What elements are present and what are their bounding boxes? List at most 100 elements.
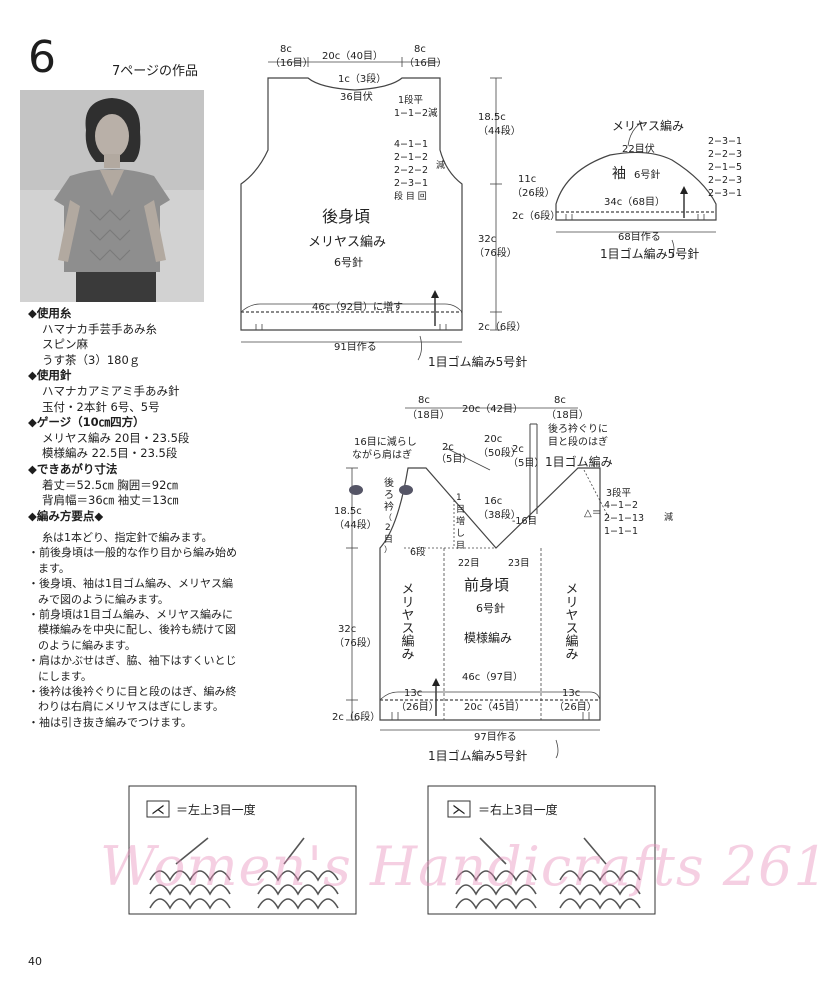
- back-rib-h: 2c（6段）: [478, 320, 526, 333]
- front-shoulder-note: ながら肩はぎ: [352, 448, 412, 461]
- back-top-left-st: （16目）: [270, 57, 313, 69]
- back-h-upper: 18.5c: [478, 112, 506, 123]
- front-back-collar-label: 後 ろ 衿 （ 2 目 ）: [384, 476, 394, 554]
- legend-right-text: ＝右上3目一度: [478, 802, 558, 817]
- sleeve-cap-h: 11c: [518, 174, 536, 185]
- front-rib-marks: [391, 712, 590, 720]
- yarn-header: ◆使用糸: [28, 306, 72, 320]
- sleeve-width: 34c（68目）: [604, 196, 665, 208]
- front-arm-header: 3段平: [606, 487, 632, 499]
- svg-text:目: 目: [456, 504, 465, 515]
- front-collar-rib: 1目ゴム編み: [545, 454, 613, 469]
- sleeve-rib-marks: [565, 214, 705, 220]
- back-rib: 1目ゴム編み5号針: [428, 354, 527, 369]
- svg-text:目: 目: [384, 534, 393, 545]
- back-arm-header: 段 目 回: [394, 190, 427, 202]
- legend-right-box: [427, 785, 656, 915]
- front-arm-dec: 減: [664, 511, 673, 523]
- front-minus16: -16目: [512, 516, 537, 527]
- legend-left-symbol: ⋌: [151, 802, 165, 818]
- back-top-right-st: （16目）: [404, 57, 447, 69]
- note-item: ・後身頃、袖は1目ゴム編み、メリヤス編みで図のように編みます。: [28, 577, 233, 606]
- back-title: 後身頃: [322, 207, 370, 226]
- sleeve-needle: 6号針: [634, 168, 660, 181]
- sleeve-row: 2−1−5: [708, 162, 742, 173]
- back-stitch: メリヤス編み: [308, 234, 386, 250]
- note-item: ・後衿は後衿ぐりに目と段のはぎ、編み終わりは右肩にメリヤスはぎにします。: [28, 685, 237, 714]
- front-top-left: 8c: [418, 395, 430, 406]
- legend-right-symbol: ⋋: [452, 802, 466, 818]
- model-photo: [20, 90, 204, 302]
- yarn-line: ハマナカ手芸手あみ糸: [42, 321, 157, 336]
- back-inc: 46c（92目）に増す: [312, 300, 403, 313]
- back-h-lower: 32c: [478, 234, 496, 245]
- back-arm-row: 2−1−2: [394, 152, 428, 163]
- watermark: Women's Handicrafts 261: [100, 835, 829, 898]
- back-top-left: 8c: [280, 44, 292, 55]
- back-body-diagram: [240, 57, 502, 361]
- pattern-diagrams: 8c （16目） 20c（40目） 8c （16目） 1c（3段） 36目伏 1…: [128, 44, 742, 915]
- front-b-left-st: （26目）: [396, 701, 439, 713]
- sleeve-rib-h: 2c（6段）: [512, 209, 560, 222]
- svg-text:衿: 衿: [384, 500, 394, 513]
- pattern-number: 6: [28, 32, 56, 83]
- materials-panel: ◆使用糸 ハマナカ手芸手あみ糸 スピン麻 うす茶（3）180ｇ ◆使用針 ハマナ…: [28, 306, 238, 524]
- front-band: 2c: [442, 442, 454, 453]
- front-band-st: （5目）: [436, 453, 472, 465]
- note-item: ・前身頃は1目ゴム編み、メリヤス編みに模様編みを中央に配し、後衿も続けて図のよう…: [28, 608, 236, 652]
- yarn-line: うす茶（3）180ｇ: [42, 352, 141, 367]
- front-rib-h: 2c（6段）: [332, 710, 380, 723]
- sleeve-cast: 68目作る: [618, 231, 661, 243]
- shoulder-eye-marks: [349, 485, 413, 495]
- sleeve-row: 2−3−1: [708, 188, 742, 199]
- size-line: 背肩幅＝36㎝ 袖丈＝13㎝: [42, 493, 179, 508]
- front-rib: 1目ゴム編み5号針: [428, 748, 527, 763]
- sleeve-cap-h-st: （26段）: [512, 186, 555, 199]
- page-number: 40: [28, 955, 42, 968]
- front-neck-depth-st: （50段）: [478, 446, 521, 459]
- back-h-lower-st: （76段）: [474, 246, 517, 259]
- reference-page: 7ページの作品: [112, 64, 199, 79]
- svg-text:ろ: ろ: [384, 490, 394, 501]
- front-v-depth-st: （38段）: [478, 508, 521, 521]
- sleeve-outline: [555, 151, 717, 221]
- back-h-upper-st: （44段）: [478, 124, 521, 137]
- front-top-left-st: （18目）: [407, 409, 450, 421]
- svg-text:増: 増: [456, 515, 465, 527]
- front-arm-row: 4−1−2: [604, 500, 638, 511]
- svg-text:目: 目: [456, 540, 465, 551]
- svg-text:（: （: [384, 513, 392, 522]
- front-st23: 23目: [508, 558, 530, 569]
- sleeve-title: 袖: [612, 166, 626, 182]
- front-b-mid: 20c（45目）: [464, 701, 525, 713]
- front-top-right-st: （18目）: [546, 409, 589, 421]
- back-needle: 6号針: [334, 255, 363, 269]
- back-outline: [240, 77, 463, 331]
- sleeve-rib: 1目ゴム編み5号針: [600, 246, 699, 261]
- front-top-right: 8c: [554, 395, 566, 406]
- front-shoulder-note: 16目に減らし: [354, 435, 417, 448]
- front-b-right: 13c: [562, 688, 580, 699]
- front-center-inc-label: 1 目 増 し 目: [456, 493, 465, 551]
- back-top-mid: 20c（40目）: [322, 50, 383, 62]
- front-b-right-st: （26目）: [554, 701, 597, 713]
- gauge-line: 模様編み 22.5目・23.5段: [42, 446, 178, 461]
- sleeve-row: 2−2−3: [708, 149, 742, 160]
- legend-left-box: [128, 785, 357, 915]
- front-band-r: 2c: [512, 444, 524, 455]
- yarn-line: スピン麻: [42, 337, 88, 352]
- legend-left-text: ＝左上3目一度: [176, 802, 256, 817]
- front-h-lower-st: （76段）: [334, 636, 377, 649]
- front-needle: 6号針: [476, 601, 505, 615]
- needle-header: ◆使用針: [28, 368, 72, 383]
- svg-text:2: 2: [385, 523, 391, 533]
- svg-text:し: し: [456, 528, 465, 539]
- back-neck-row: 1−1−2減: [394, 107, 438, 119]
- front-arrow-head: [432, 678, 440, 686]
- front-collar-note: 目と段のはぎ: [548, 435, 608, 448]
- size-header: ◆できあがり寸法: [28, 461, 118, 476]
- back-arm-dec: 減: [436, 159, 445, 171]
- points-header: ◆編み方要点◆: [28, 508, 104, 523]
- svg-text:）: ）: [384, 545, 392, 554]
- front-side-left: メリヤス編み: [399, 582, 415, 660]
